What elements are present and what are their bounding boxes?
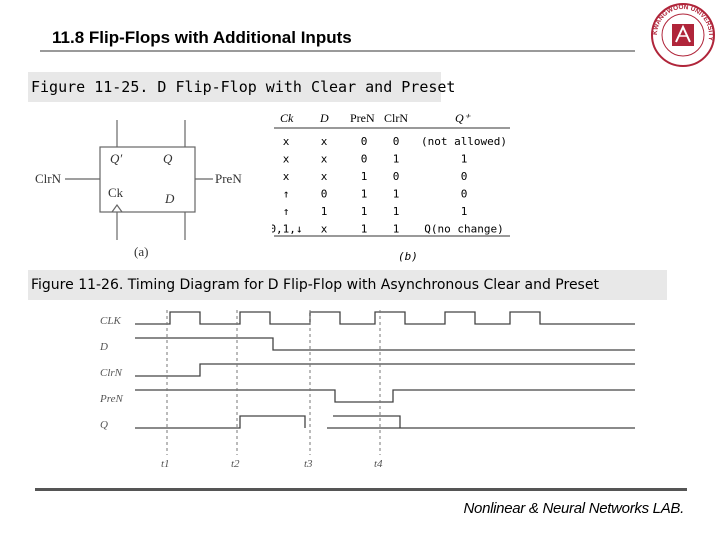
title-divider: [40, 50, 635, 52]
truth-cell: 0: [461, 188, 468, 201]
truth-cell: 1: [461, 153, 468, 166]
d-label: D: [164, 191, 175, 206]
truth-cell: 1: [393, 153, 400, 166]
truth-cell: 0: [461, 170, 468, 183]
truth-cell: 1: [393, 205, 400, 218]
truth-cell: x: [283, 135, 290, 148]
qbar-label: Q′: [110, 151, 122, 166]
truth-cell: 0: [393, 170, 400, 183]
truth-cell: 0,1,↓: [272, 223, 303, 236]
d-wave: [135, 337, 635, 351]
figure-caption-11-25: Figure 11-25. D Flip-Flop with Clear and…: [28, 72, 455, 102]
clrn-wave: [135, 363, 635, 377]
figure-b-label: (b): [398, 250, 418, 263]
truth-cell: x: [321, 170, 328, 183]
q-label: Q: [163, 151, 173, 166]
truth-cell: x: [321, 223, 328, 236]
q-wave: [135, 415, 635, 429]
figure-a-label: (a): [134, 244, 148, 259]
university-seal-icon: KWANGWOON UNIVERSITY: [651, 3, 715, 67]
truth-cell: x: [283, 170, 290, 183]
signal-label: ClrN: [100, 367, 123, 379]
th-clrn: ClrN: [384, 111, 408, 125]
figure-caption-11-26: Figure 11-26. Timing Diagram for D Flip-…: [28, 270, 667, 300]
th-ck: Ck: [280, 111, 294, 125]
time-label: t3: [304, 458, 313, 470]
pren-wave: [135, 389, 635, 403]
th-pren: PreN: [350, 111, 375, 125]
truth-cell: ↑: [283, 205, 290, 218]
footer-lab-name: Nonlinear & Neural Networks LAB.: [463, 500, 685, 517]
truth-cell: 1: [461, 205, 468, 218]
clk-label: Ck: [108, 185, 124, 200]
clk-wave: [135, 311, 635, 325]
timing-diagram: CLK D ClrN PreN Q t1 t2 t3 t4: [99, 310, 635, 470]
truth-cell: Q(no change): [424, 223, 503, 236]
pre-label: PreN: [215, 171, 242, 186]
th-d: D: [319, 111, 329, 125]
truth-cell: x: [321, 135, 328, 148]
truth-cell: 0: [393, 135, 400, 148]
th-qplus: Q⁺: [455, 111, 472, 125]
truth-cell: 1: [361, 188, 368, 201]
truth-cell: 1: [361, 205, 368, 218]
truth-cell: x: [321, 153, 328, 166]
time-label: t1: [161, 458, 170, 470]
truth-cell: 1: [393, 188, 400, 201]
truth-cell: 1: [361, 223, 368, 236]
truth-cell: 1: [393, 223, 400, 236]
page-title: 11.8 Flip-Flops with Additional Inputs: [52, 28, 352, 47]
signal-label: PreN: [99, 393, 123, 405]
dff-symbol-diagram: Q′ Q Ck D ClrN PreN (a): [35, 120, 242, 259]
truth-cell: 0: [361, 135, 368, 148]
signal-label: D: [99, 341, 108, 353]
clock-triangle: [111, 203, 123, 213]
truth-cell: (not allowed): [421, 135, 507, 148]
time-label: t2: [231, 458, 240, 470]
truth-cell: x: [283, 153, 290, 166]
truth-cell: 0: [361, 153, 368, 166]
truth-cell: 1: [321, 205, 328, 218]
signal-label: CLK: [100, 315, 121, 327]
truth-cell: 1: [361, 170, 368, 183]
truth-cell: ↑: [283, 188, 290, 201]
truth-cell: 0: [321, 188, 328, 201]
footer-divider: [35, 488, 687, 491]
time-label: t4: [374, 458, 383, 470]
signal-label: Q: [100, 419, 108, 431]
clr-label: ClrN: [35, 171, 62, 186]
